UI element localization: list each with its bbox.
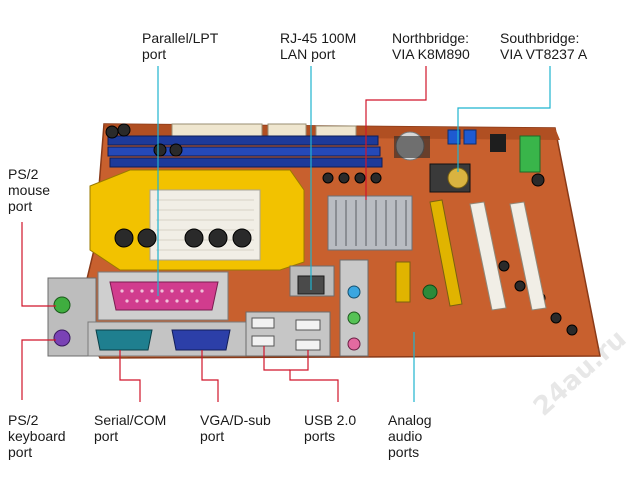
usb-connector-2 [251, 335, 275, 347]
label-usb-ports: USB 2.0 ports [304, 412, 357, 444]
usb-connector-1 [251, 317, 275, 329]
leader-ps2-keyboard [21, 339, 56, 400]
io-back-panel [47, 259, 369, 357]
leader-northbridge [365, 66, 427, 200]
leader-vga [201, 350, 219, 402]
ps2-keyboard-connector [53, 329, 71, 347]
label-ps2-mouse: PS/2 mouse port [8, 166, 51, 214]
label-northbridge: Northbridge: VIA K8M890 [392, 30, 470, 62]
usb-connector-3 [295, 319, 321, 331]
label-audio-ports: Analog audio ports [388, 412, 432, 460]
agp-slot [429, 199, 463, 307]
northbridge-heatsink [327, 195, 413, 251]
leader-usb-a [263, 346, 290, 371]
usb-connector-4 [295, 339, 321, 351]
vga-connector [171, 329, 231, 351]
label-vga-port: VGA/D-sub port [200, 412, 271, 444]
floppy-connector [171, 123, 263, 137]
label-serial-port: Serial/COM port [94, 412, 167, 444]
label-parallel-port: Parallel/LPT port [142, 30, 219, 62]
leader-usb-b [289, 350, 339, 402]
leader-ps2-mouse [21, 222, 56, 307]
parallel-connector [109, 281, 219, 311]
audio-jack-pink [347, 337, 361, 351]
ps2-mouse-connector [53, 296, 71, 314]
power-connector [519, 135, 541, 173]
audio-jack-green [347, 311, 361, 325]
audio-jack-blue [347, 285, 361, 299]
capacitors [105, 123, 578, 336]
serial-connector [95, 329, 153, 351]
leader-lines [21, 66, 551, 402]
leader-southbridge [457, 66, 551, 172]
label-southbridge: Southbridge: VIA VT8237 A [500, 30, 588, 62]
ram-slots [107, 135, 383, 168]
pci-slot-2 [509, 201, 547, 311]
label-ps2-keyboard: PS/2 keyboard port [8, 412, 66, 460]
leader-serial [119, 350, 141, 402]
cpu-socket [149, 189, 261, 261]
pci-slot-1 [469, 201, 507, 311]
label-rj45-port: RJ-45 100M LAN port [280, 30, 357, 62]
